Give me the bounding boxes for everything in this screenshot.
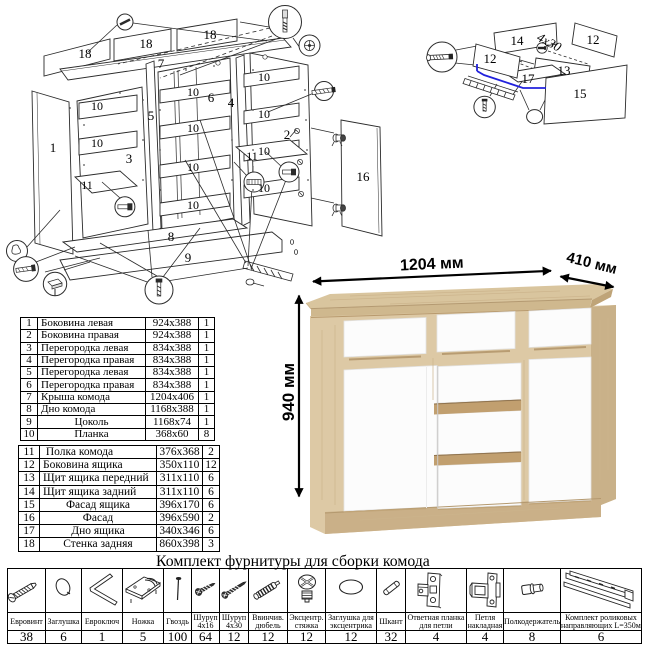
svg-text:5: 5 bbox=[148, 108, 155, 123]
svg-text:11: 11 bbox=[246, 149, 258, 163]
svg-text:10: 10 bbox=[258, 144, 270, 158]
svg-text:12: 12 bbox=[587, 32, 600, 47]
svg-text:10: 10 bbox=[258, 70, 270, 84]
svg-text:10: 10 bbox=[187, 198, 199, 212]
svg-text:10: 10 bbox=[187, 160, 199, 174]
svg-text:2: 2 bbox=[284, 127, 291, 142]
svg-text:4: 4 bbox=[228, 95, 235, 110]
svg-text:10: 10 bbox=[187, 121, 199, 135]
svg-text:14: 14 bbox=[511, 33, 525, 48]
svg-text:18: 18 bbox=[204, 27, 217, 42]
svg-text:10: 10 bbox=[187, 85, 199, 99]
svg-text:8: 8 bbox=[168, 229, 175, 244]
svg-text:3: 3 bbox=[126, 151, 133, 166]
svg-text:1: 1 bbox=[50, 140, 57, 155]
svg-text:17: 17 bbox=[522, 71, 536, 86]
svg-text:9: 9 bbox=[185, 250, 192, 265]
svg-text:13: 13 bbox=[558, 63, 571, 78]
svg-text:10: 10 bbox=[91, 99, 103, 113]
svg-text:18: 18 bbox=[79, 46, 92, 61]
svg-text:10: 10 bbox=[91, 136, 103, 150]
svg-text:12: 12 bbox=[484, 51, 497, 66]
svg-text:15: 15 bbox=[574, 86, 587, 101]
svg-text:18: 18 bbox=[140, 36, 153, 51]
svg-text:6: 6 bbox=[208, 90, 215, 105]
svg-text:11: 11 bbox=[81, 178, 93, 192]
svg-text:10: 10 bbox=[258, 181, 270, 195]
svg-text:7: 7 bbox=[158, 56, 165, 71]
svg-text:16: 16 bbox=[357, 169, 371, 184]
svg-text:10: 10 bbox=[258, 107, 270, 121]
